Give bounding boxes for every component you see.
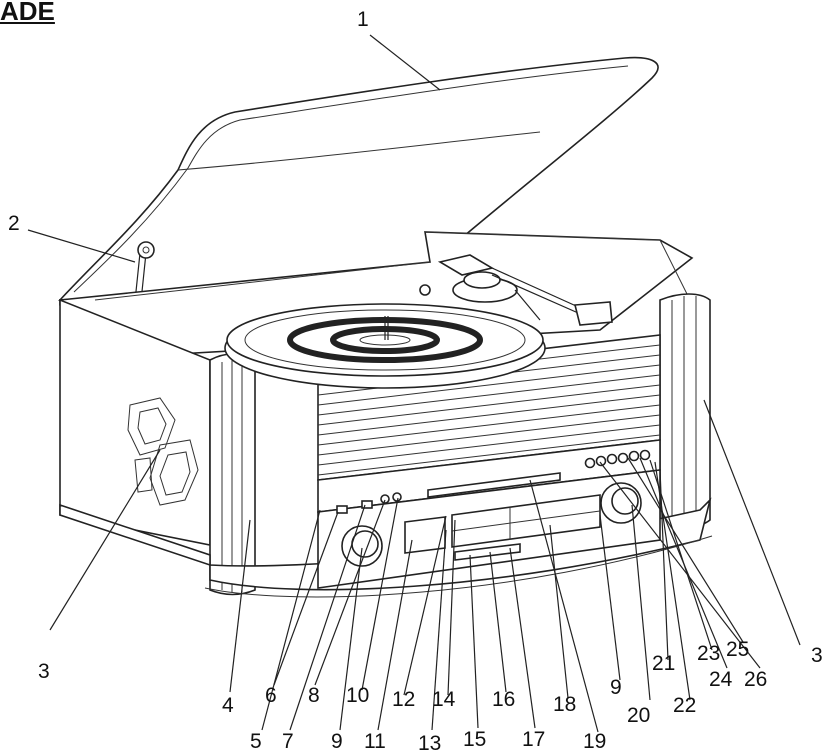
callout-12: 12 <box>392 688 415 711</box>
callout-20: 20 <box>627 704 650 727</box>
tone-arm <box>419 254 613 326</box>
section-heading: ADE <box>0 0 55 26</box>
tuning-knob <box>600 482 642 524</box>
callout-6: 6 <box>265 684 277 707</box>
callout-3-left: 3 <box>38 660 50 683</box>
callout-8: 8 <box>308 684 320 707</box>
callout-13: 13 <box>418 732 441 754</box>
callout-1: 1 <box>357 8 369 31</box>
leader-lines <box>27 34 801 733</box>
front-speaker-grille <box>317 344 661 476</box>
callout-4: 4 <box>222 694 234 717</box>
callout-7: 7 <box>282 730 294 753</box>
callout-3-right: 3 <box>811 644 823 667</box>
callout-2: 2 <box>8 212 20 235</box>
callout-21: 21 <box>652 652 675 675</box>
callout-17: 17 <box>522 728 545 751</box>
callout-25: 25 <box>726 638 749 661</box>
callout-18: 18 <box>553 693 576 716</box>
callout-23: 23 <box>697 642 720 665</box>
cabinet <box>59 231 713 598</box>
callout-9-right: 9 <box>610 676 622 699</box>
preset-buttons <box>584 449 651 469</box>
turntable-platter <box>224 303 546 389</box>
callout-16: 16 <box>492 688 515 711</box>
callout-14: 14 <box>432 688 456 711</box>
callout-11: 11 <box>364 730 386 753</box>
callout-9-left: 9 <box>331 730 343 753</box>
side-grille <box>127 397 199 506</box>
callout-19: 19 <box>583 730 606 753</box>
callout-26: 26 <box>744 668 767 691</box>
callout-22: 22 <box>673 694 696 717</box>
callout-5: 5 <box>250 730 262 753</box>
callout-15: 15 <box>463 728 486 751</box>
callout-labels: 1 2 3 3 4 5 6 7 8 9 10 11 12 13 14 15 16… <box>8 8 823 754</box>
callout-10: 10 <box>346 684 369 707</box>
callout-24: 24 <box>709 668 733 691</box>
